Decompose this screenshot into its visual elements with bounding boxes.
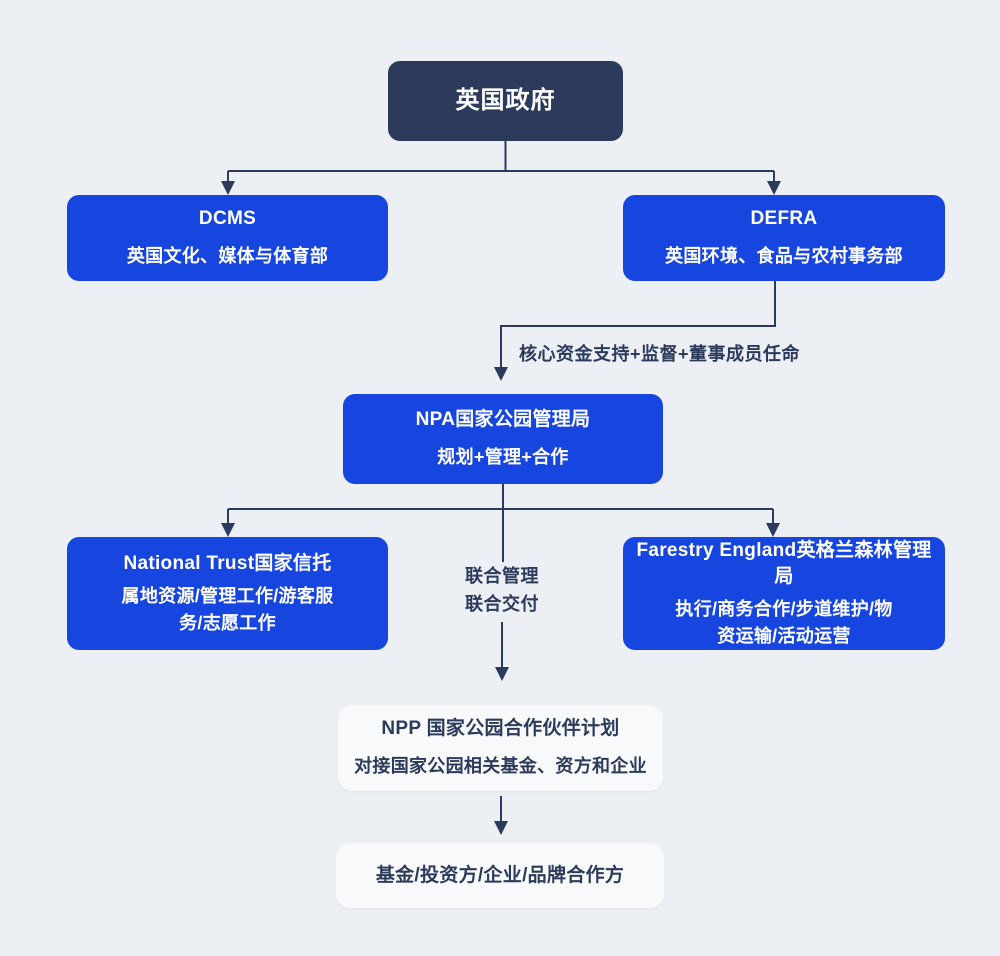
node-npa: NPA国家公园管理局 规划+管理+合作 [343, 394, 663, 484]
node-forestry-england-title: Farestry England英格兰森林管理局 [636, 539, 932, 587]
node-uk-government-title: 英国政府 [455, 87, 556, 114]
node-forestry-england-subtitle: 执行/商务合作/步道维护/物 资运输/活动运营 [675, 596, 892, 650]
node-defra-title: DEFRA [750, 208, 818, 229]
node-defra: DEFRA 英国环境、食品与农村事务部 [623, 195, 945, 281]
arrowhead-dcms [221, 181, 235, 195]
connector-paths [227, 141, 776, 822]
node-forestry-england: Farestry England英格兰森林管理局 执行/商务合作/步道维护/物 … [623, 537, 945, 650]
node-npp-subtitle: 对接国家公园相关基金、资方和企业 [354, 756, 647, 776]
node-defra-subtitle: 英国环境、食品与农村事务部 [665, 246, 903, 266]
node-forestry-england-subtitle-line2: 资运输/活动运营 [717, 625, 851, 646]
node-partners: 基金/投资方/企业/品牌合作方 [336, 843, 664, 908]
node-forestry-england-subtitle-line1: 执行/商务合作/步道维护/物 [675, 598, 893, 619]
arrowhead-npa [494, 367, 508, 381]
arrowhead-national-trust [221, 523, 235, 537]
node-dcms: DCMS 英国文化、媒体与体育部 [67, 195, 388, 281]
node-national-trust-title: National Trust国家信托 [123, 552, 332, 574]
node-dcms-title: DCMS [198, 208, 257, 229]
node-national-trust-subtitle-line1: 属地资源/管理工作/游客服 [121, 585, 334, 606]
node-national-trust: National Trust国家信托 属地资源/管理工作/游客服 务/志愿工作 [67, 537, 388, 650]
edge-label-defra-to-npa: 核心资金支持+监督+董事成员任命 [519, 344, 801, 364]
node-npa-subtitle: 规划+管理+合作 [437, 447, 569, 467]
node-national-trust-subtitle: 属地资源/管理工作/游客服 务/志愿工作 [122, 583, 334, 637]
node-npp: NPP 国家公园合作伙伴计划 对接国家公园相关基金、资方和企业 [338, 705, 663, 791]
edge-label-joint-line2: 联合交付 [465, 594, 539, 614]
node-dcms-subtitle: 英国文化、媒体与体育部 [126, 246, 329, 266]
node-uk-government: 英国政府 [388, 61, 623, 141]
edge-label-joint-line1: 联合管理 [465, 566, 539, 586]
node-partners-title: 基金/投资方/企业/品牌合作方 [375, 864, 625, 886]
edge-label-joint-management: 联合管理 联合交付 [465, 562, 539, 618]
arrowhead-npp [495, 667, 509, 681]
arrowhead-defra [767, 181, 781, 195]
arrowhead-partners [494, 821, 508, 835]
arrowhead-forestry [766, 523, 780, 537]
connector-defra-to-npa-elbow [500, 281, 776, 368]
arrowheads [221, 181, 781, 835]
node-national-trust-subtitle-line2: 务/志愿工作 [179, 612, 276, 633]
node-npp-title: NPP 国家公园合作伙伴计划 [381, 718, 620, 739]
node-npa-title: NPA国家公园管理局 [415, 409, 591, 430]
